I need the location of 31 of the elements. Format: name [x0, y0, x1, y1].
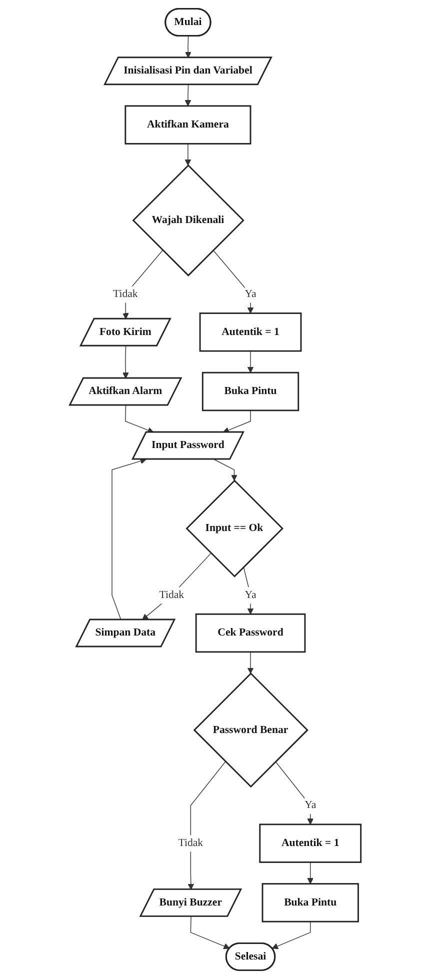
edge-label: Ya — [304, 800, 316, 812]
arrow — [112, 458, 147, 620]
arrow — [275, 761, 314, 825]
edge-label: Ya — [244, 589, 256, 601]
node-box: Aktifkan Kamera — [124, 105, 252, 144]
arrow — [125, 405, 154, 434]
arrow — [185, 36, 192, 58]
node-box: Buka Pintu — [202, 372, 300, 412]
arrow — [142, 552, 212, 620]
arrow — [248, 652, 254, 674]
arrow — [222, 410, 252, 434]
arrow — [190, 916, 230, 950]
arrow — [185, 143, 192, 166]
node-diamond: Wajah Dikenali — [132, 164, 245, 276]
node-box: Autentik = 1 — [200, 312, 302, 352]
arrow — [213, 250, 254, 314]
edge-label: Tidak — [113, 288, 138, 300]
arrow — [185, 84, 192, 106]
edge-label: Tidak — [159, 589, 184, 601]
arrow — [307, 862, 314, 884]
edge-label: Tidak — [178, 837, 204, 849]
arrow — [248, 350, 254, 373]
arrow — [214, 459, 238, 481]
node-diamond: Password Benar — [194, 672, 309, 788]
node-box: Cek Password — [196, 613, 306, 653]
arrow — [272, 921, 311, 950]
node-box: Buka Pintu — [262, 883, 360, 922]
arrow — [122, 346, 129, 379]
edge-label: Ya — [244, 288, 256, 300]
node-diamond: Input == Ok — [186, 480, 284, 578]
node-box: Autentik = 1 — [259, 824, 362, 863]
